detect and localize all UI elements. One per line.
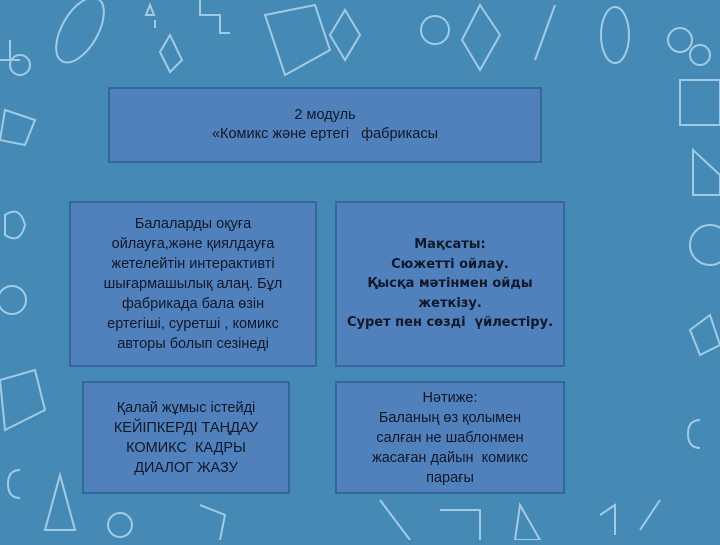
module-name: «Комикс және ертегі фабрикасы (211, 126, 439, 142)
module-number: 2 модуль (294, 107, 356, 123)
result-box: Нәтиже: Баланың өз қолымен салған не шаб… (335, 381, 565, 494)
description-line: фабрикада бала өзін (121, 296, 265, 312)
module-title-box: 2 модуль «Комикс және ертегі фабрикасы (108, 87, 542, 163)
result-line: салған не шаблонмен (376, 429, 524, 446)
how-it-works-box: Қалай жұмыс істейді КЕЙІПКЕРДІ ТАҢДАУ КО… (82, 381, 290, 494)
goal-item: Сурет пен сөзді үйлестіру. (346, 315, 554, 331)
result-line: Баланың өз қолымен (378, 409, 522, 426)
description-box: Балаларды оқуға ойлауға,және қиялдауға ж… (69, 201, 317, 367)
result-line: парағы (426, 469, 474, 486)
step-item: ДИАЛОГ ЖАЗУ (134, 459, 238, 476)
step-item: КЕЙІПКЕРДІ ТАҢДАУ (113, 419, 259, 436)
goal-item: Қысқа мәтінмен ойды (367, 276, 533, 292)
description-line: ертегіші, суретші , комикс (107, 316, 279, 332)
description-line: жетелейтін интерактивті (111, 256, 275, 272)
how-it-works-heading: Қалай жұмыс істейді (116, 399, 256, 416)
goals-box: Мақсаты: Сюжетті ойлау. Қысқа мәтінмен о… (335, 201, 565, 367)
result-line: жасаған дайын комикс (372, 449, 528, 466)
description-line: Балаларды оқуға (134, 216, 252, 232)
description-line: ойлауға,және қиялдауға (111, 236, 275, 252)
description-line: авторы болып сезінеді (117, 336, 269, 352)
goal-item: Сюжетті ойлау. (391, 256, 509, 272)
result-heading: Нәтиже: (422, 389, 478, 406)
goals-heading: Мақсаты: (414, 237, 486, 253)
step-item: КОМИКС КАДРЫ (126, 439, 246, 456)
description-line: шығармашылық алаң. Бұл (103, 276, 283, 292)
goal-item: жеткізу. (418, 295, 482, 311)
